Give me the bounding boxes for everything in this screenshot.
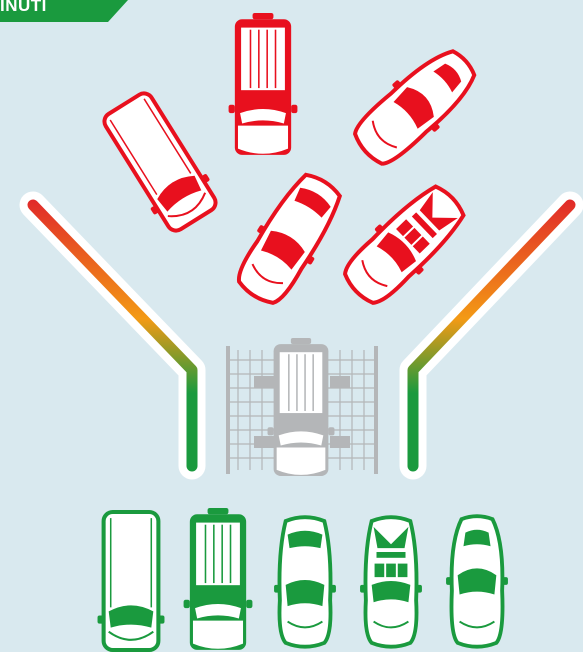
accepted-van-icon [98, 512, 165, 650]
rejected-sedan-icon [227, 165, 352, 313]
accepted-sedan-icon [274, 517, 336, 647]
car-on-lift-icon [226, 338, 378, 476]
rejected-pickup-truck-icon [229, 13, 298, 155]
rejected-sports-car-icon [344, 37, 487, 175]
rejected-convertible-car-icon [334, 175, 475, 314]
accepted-pickup-truck-icon [184, 508, 253, 650]
accepted-sports-car-icon [446, 516, 508, 647]
rejected-van-icon [96, 87, 224, 237]
accepted-convertible-car-icon [360, 517, 422, 647]
funnel-left-arm [33, 205, 192, 466]
